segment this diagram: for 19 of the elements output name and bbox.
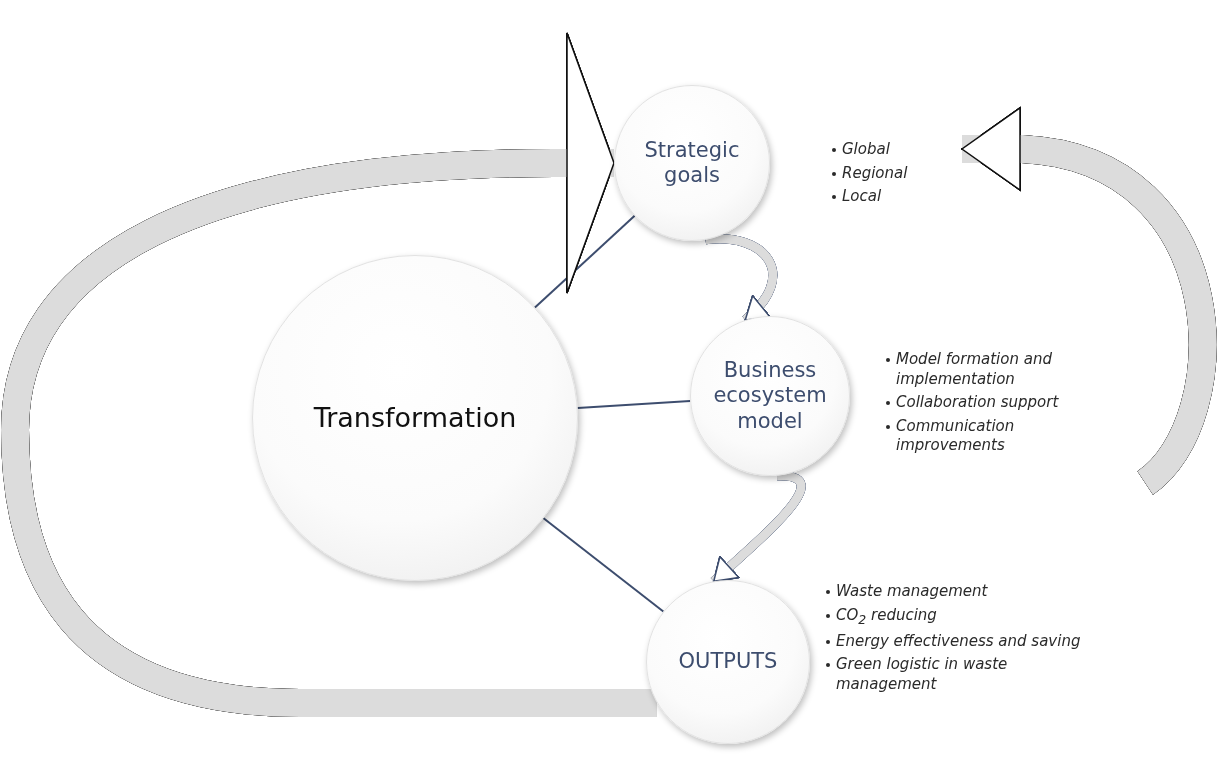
node-label: Strategic goals	[643, 137, 741, 189]
curved-arrow	[1, 32, 657, 717]
bullet-item: Global	[832, 140, 962, 160]
node-label: Business ecosystem model	[712, 358, 828, 434]
node-label: Transformation	[312, 401, 518, 435]
bullet-item: Collaboration support	[886, 393, 1126, 413]
bullet-item: Local	[832, 187, 962, 207]
bullet-item: Energy effectiveness and saving	[826, 631, 1101, 652]
bullet-item: Waste management	[826, 582, 1101, 602]
bullet-item: Model formation and implementation	[886, 350, 1126, 389]
connector-line	[542, 517, 665, 613]
node-label: OUTPUTS	[677, 649, 779, 675]
bullet-item: Regional	[832, 163, 962, 183]
bullet-item: CO$_{2}$ reducing	[826, 605, 1101, 628]
connector-line	[533, 214, 636, 309]
bullet-item: Communication improvements	[886, 416, 1126, 456]
curved-arrow	[961, 107, 1217, 494]
connector-line	[576, 399, 692, 409]
bullet-item: Green logistic in waste management	[826, 655, 1101, 695]
